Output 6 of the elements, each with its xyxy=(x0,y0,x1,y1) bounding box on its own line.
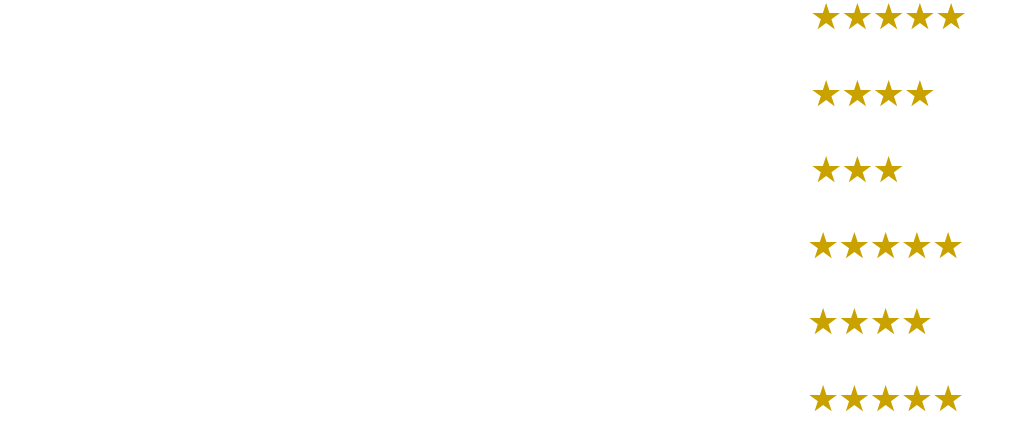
star-rating: ★★★★★ xyxy=(807,227,964,265)
star-rating: ★★★★ xyxy=(807,303,933,341)
star-rating: ★★★★ xyxy=(810,75,936,113)
star-rating: ★★★★★ xyxy=(810,0,967,36)
star-rating: ★★★★★ xyxy=(807,380,964,418)
star-rating: ★★★ xyxy=(810,151,904,189)
